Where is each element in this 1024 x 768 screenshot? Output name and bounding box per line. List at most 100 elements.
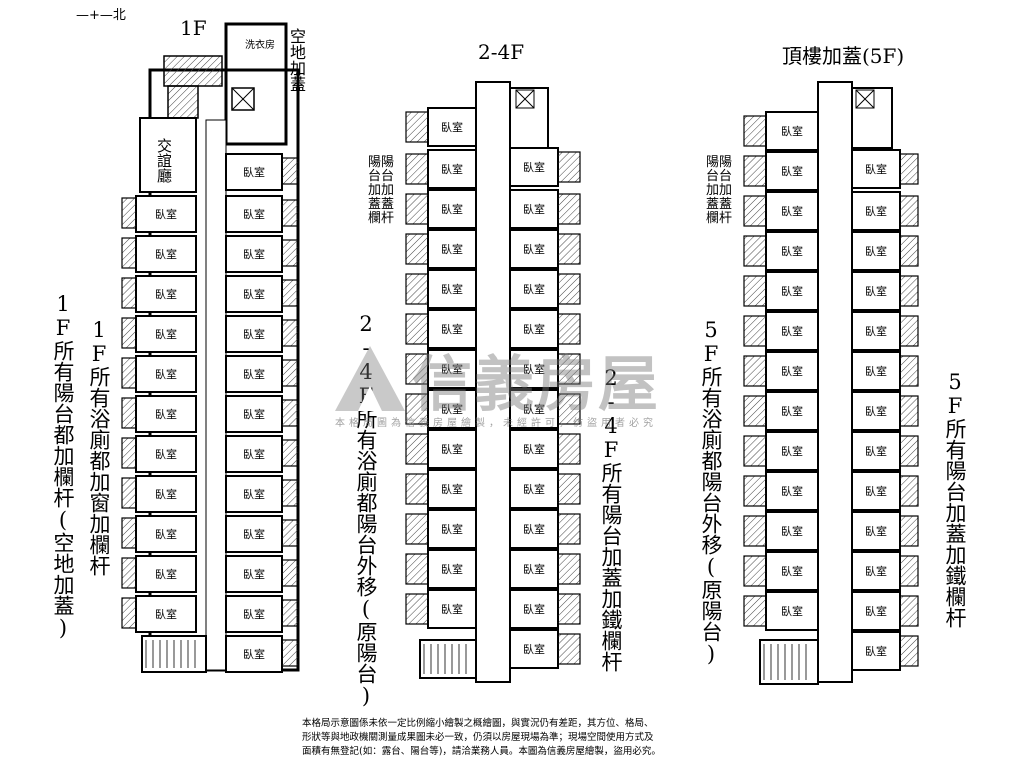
room-2-4f-left-6 [427,349,477,389]
disclaimer-note: 本格局示意圖係未依一定比例縮小繪製之概繪圖，與實況仍有差距，其方位、格局、 形狀… [302,717,722,759]
balcony-2-4f-left-5 [405,313,429,345]
room-2-4f-left-4-label: 臥室 [441,282,463,296]
balcony-5f-right-8 [899,475,919,507]
room-5f-left-4 [765,271,819,311]
balcony-2-4f-left-4 [405,273,429,305]
room-2-4f-right-2-label: 臥室 [523,242,545,256]
balcony-1f-right-5 [281,359,299,387]
room-5f-right-6 [851,391,901,431]
room-1f-right-11-label: 臥室 [243,607,265,621]
balcony-1f-left-1 [121,237,137,269]
room-5f-right-0-label: 臥室 [865,162,887,176]
balcony-2-4f-right-0 [557,151,581,183]
room-5f-left-2-label: 臥室 [781,204,803,218]
room-5f-right-7-label: 臥室 [865,444,887,458]
room-1f-left-5-label: 臥室 [155,407,177,421]
room-5f-right-8 [851,471,901,511]
balcony-1f-right-3 [281,279,299,307]
elevator-1f-x2 [231,87,255,111]
room-1f-left-1-label: 臥室 [155,247,177,261]
room-1f-left-10 [135,595,197,633]
balcony-1f-left-6 [121,437,137,469]
room-5f-right-4 [851,311,901,351]
annotation-2-4f-bathroom: 2-4F所有浴廁都陽台外移(原陽台) [354,312,378,708]
room-1f-right-7 [225,435,283,473]
room-1f-left-4-label: 臥室 [155,367,177,381]
balcony-2-4f-left-7 [405,393,429,425]
balcony-1f-right-12 [281,639,299,667]
room-5f-left-8-label: 臥室 [781,444,803,458]
room-2-4f-left-11-label: 臥室 [441,562,463,576]
balcony-5f-right-3 [899,275,919,307]
stair-bottom-2-4f [419,639,477,679]
compass-label: 北 [112,8,126,23]
room-2-4f-right-11 [509,589,559,629]
room-1f-right-5-label: 臥室 [243,367,265,381]
balcony-1f-right-2 [281,239,299,267]
balcony-1f-right-8 [281,479,299,507]
room-1f-right-2 [225,235,283,273]
lounge-room [139,117,197,193]
room-5f-right-2-label: 臥室 [865,244,887,258]
balcony-5f-right-12 [899,635,919,667]
room-5f-right-10-label: 臥室 [865,564,887,578]
elevator-5f-x2 [855,89,875,109]
room-1f-right-3-label: 臥室 [243,287,265,301]
room-1f-right-8-label: 臥室 [243,487,265,501]
room-1f-right-0-label: 臥室 [243,165,265,179]
balcony-5f-right-2 [899,235,919,267]
floor-title-1f: 1F [180,16,207,40]
room-2-4f-left-2 [427,189,477,229]
room-2-4f-right-8 [509,469,559,509]
lounge-label: 交誼廳 [155,138,173,183]
balcony-2-4f-right-3 [557,273,581,305]
room-2-4f-left-10-label: 臥室 [441,522,463,536]
room-5f-left-0-label: 臥室 [781,124,803,138]
balcony-5f-right-10 [899,555,919,587]
balcony-1f-right-1 [281,199,299,227]
room-2-4f-left-9-label: 臥室 [441,482,463,496]
balcony-1f-right-11 [281,599,299,627]
room-5f-left-5-label: 臥室 [781,324,803,338]
room-5f-left-5 [765,311,819,351]
room-1f-right-1 [225,195,283,233]
balcony-5f-right-5 [899,355,919,387]
disclaimer-line-2: 形狀等與地政機關測量成果圖未必一致，仍須以房屋現場為準；現場空間使用方式及 [302,732,654,743]
room-5f-right-4-label: 臥室 [865,324,887,338]
room-5f-left-6-label: 臥室 [781,364,803,378]
room-5f-right-9-label: 臥室 [865,524,887,538]
room-5f-left-1 [765,151,819,191]
room-1f-left-9-label: 臥室 [155,567,177,581]
room-5f-left-4-label: 臥室 [781,284,803,298]
room-5f-right-10 [851,551,901,591]
balcony-5f-left-6 [743,355,767,387]
balcony-5f-right-7 [899,435,919,467]
room-2-4f-right-6-label: 臥室 [523,402,545,416]
balcony-1f-left-10 [121,597,137,629]
room-1f-left-9 [135,555,197,593]
annotation-5f-balcony: 5F所有陽台加蓋加鐵欄杆 [943,370,967,628]
balcony-2-4f-right-1 [557,193,581,225]
elevator-2-4f-x2 [515,89,535,109]
room-2-4f-right-9-label: 臥室 [523,522,545,536]
room-2-4f-right-12-label: 臥室 [523,642,545,656]
balcony-2-4f-left-3 [405,233,429,265]
balcony-5f-left-5 [743,315,767,347]
balcony-5f-left-10 [743,515,767,547]
room-1f-left-1 [135,235,197,273]
annotation-1f-bathroom: 1F所有浴廁都加窗加欄杆 [87,318,111,576]
room-2-4f-left-6-label: 臥室 [441,362,463,376]
room-5f-right-12-label: 臥室 [865,644,887,658]
disclaimer-line-3: 面積有無登記(如：露台、陽台等)，請洽業務人員。本圖為信義房屋繪製，盜用必究。 [302,746,661,757]
balcony-2-4f-left-12 [405,593,429,625]
room-5f-right-8-label: 臥室 [865,484,887,498]
balcony-2-4f-left-0 [405,111,429,143]
room-2-4f-left-1 [427,149,477,189]
balcony-1f-right-10 [281,559,299,587]
balcony-5f-left-8 [743,435,767,467]
corridor-1f [205,119,227,671]
room-1f-right-12-label: 臥室 [243,647,265,661]
balcony-5f-right-0 [899,153,919,185]
